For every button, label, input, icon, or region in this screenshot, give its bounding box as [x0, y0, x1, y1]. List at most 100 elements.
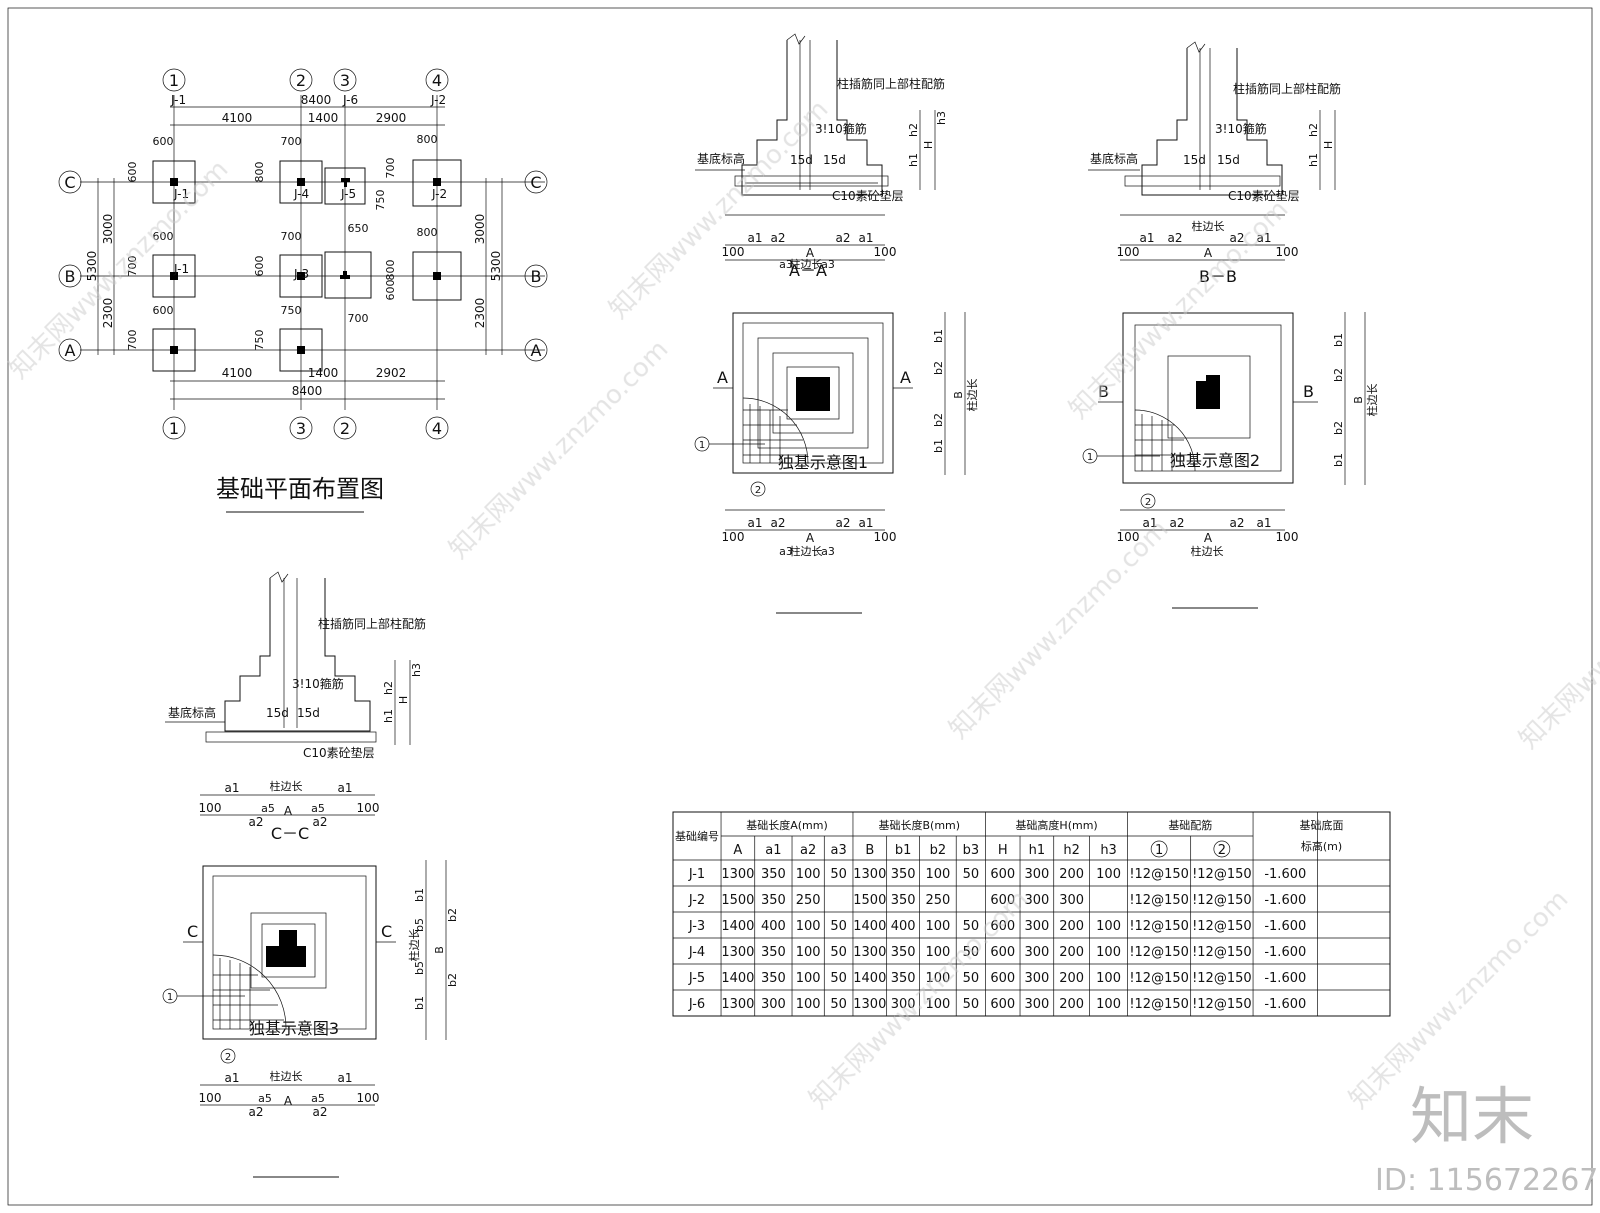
- rebar-mark-2: 2: [225, 1052, 231, 1063]
- small-dim: 800: [417, 133, 438, 146]
- table-cell: 1300: [721, 997, 754, 1012]
- dim-b1: b1: [1332, 453, 1345, 467]
- table-header-h: 基础高度H(mm): [1015, 818, 1097, 832]
- table-cell: -1.600: [1264, 867, 1306, 882]
- dim-a1: a1: [1143, 516, 1158, 530]
- table-row-id: J-1: [688, 867, 705, 882]
- table-cell: -1.600: [1264, 893, 1306, 908]
- plan-label: J-1: [170, 93, 186, 107]
- table-cell: 1400: [853, 919, 886, 934]
- table-subheader: A: [733, 843, 742, 858]
- brand-logo: 知末: [1410, 1080, 1534, 1153]
- cut-mark-A: A: [900, 368, 911, 387]
- rebar-note: 柱插筋同上部柱配筋: [318, 616, 426, 631]
- table-cell: 350: [891, 945, 916, 960]
- small-dim: 750: [281, 304, 302, 317]
- anchor-note: 15d: [823, 153, 846, 167]
- dim-top: 8400: [301, 93, 332, 107]
- rebar-mark-1: 1: [699, 440, 705, 451]
- rebar-mark-2: 2: [755, 485, 761, 496]
- small-dim: 700: [126, 256, 139, 277]
- axis-top-3: 3: [340, 71, 350, 90]
- table-header-id: 基础编号: [675, 829, 719, 843]
- footing-plan-1: A A 1 2 独基示意图1 a1 a2 a2 a1 A 100 100 a3 …: [694, 312, 979, 614]
- table-cell: -1.600: [1264, 971, 1306, 986]
- small-dim: 700: [384, 158, 397, 179]
- footing-plan-3-title: 独基示意图3: [249, 1019, 339, 1038]
- table-cell: 300: [891, 997, 916, 1012]
- dim-100: 100: [722, 245, 745, 259]
- dim-100: 100: [1117, 245, 1140, 259]
- table-header-rebar: 基础配筋: [1168, 818, 1212, 832]
- table-cell: !12@150: [1129, 945, 1189, 960]
- dim-a2: a2: [771, 516, 786, 530]
- dim-100: 100: [199, 801, 222, 815]
- cut-mark-C: C: [187, 922, 198, 941]
- table-cell: 1500: [721, 893, 754, 908]
- dim-top: 2900: [376, 111, 407, 125]
- dim-H: H: [1322, 141, 1335, 149]
- dim-b2: b2: [1332, 368, 1345, 382]
- dim-100: 100: [1276, 245, 1299, 259]
- dim-b2: b2: [932, 361, 945, 375]
- dim-a3: a3: [821, 545, 835, 558]
- dim-h3: h3: [410, 663, 423, 677]
- plan-label: J-1: [173, 262, 189, 276]
- table-cell: 600: [990, 893, 1015, 908]
- footing-plan-2-title: 独基示意图2: [1170, 451, 1260, 470]
- dim-100: 100: [357, 801, 380, 815]
- small-dim: 700: [126, 330, 139, 351]
- table-header-elev: 基础底面: [1300, 818, 1344, 832]
- axis-top-4: 4: [432, 71, 442, 90]
- table-row-id: J-2: [688, 893, 705, 908]
- base-elev-note: 基底标高: [1090, 151, 1138, 166]
- dim-a3: a3: [779, 545, 793, 558]
- dim-a1: a1: [225, 781, 240, 795]
- table-cell: 350: [761, 893, 786, 908]
- table-cell: -1.600: [1264, 945, 1306, 960]
- stirrup-note: 3!10箍筋: [815, 121, 867, 136]
- table-cell: 50: [830, 919, 847, 934]
- dim-a2: a2: [1170, 516, 1185, 530]
- dim-a2: a2: [1230, 231, 1245, 245]
- table-row-id: J-4: [688, 945, 705, 960]
- dim-100: 100: [874, 245, 897, 259]
- table-cell: 400: [891, 919, 916, 934]
- dim-a1: a1: [1257, 231, 1272, 245]
- table-cell: !12@150: [1192, 893, 1252, 908]
- table-cell: 1400: [853, 971, 886, 986]
- pad-note: C10素砼垫层: [832, 188, 904, 203]
- dim-A: A: [1204, 246, 1213, 260]
- table-cell: 300: [1024, 919, 1049, 934]
- table-cell: !12@150: [1192, 945, 1252, 960]
- dim-h1: h1: [1307, 153, 1320, 167]
- dim-a1: a1: [1140, 231, 1155, 245]
- watermark-text: 知末网www.znzmo.com: [604, 94, 835, 325]
- dim-a2: a2: [836, 231, 851, 245]
- table-cell: 100: [1096, 971, 1121, 986]
- cut-mark-B: B: [1098, 382, 1109, 401]
- table-cell: 600: [990, 945, 1015, 960]
- table-cell: 50: [963, 919, 980, 934]
- dim-b1: b1: [932, 329, 945, 343]
- dim-h2: h2: [907, 123, 920, 137]
- dim-left: 2300: [101, 298, 115, 329]
- table-cell: 100: [926, 867, 951, 882]
- dim-right: 2300: [473, 298, 487, 329]
- table-cell: 50: [963, 867, 980, 882]
- axis-right-c: C: [530, 173, 541, 192]
- dim-a2: a2: [313, 815, 328, 829]
- dim-a2: a2: [771, 231, 786, 245]
- axis-left-c: C: [64, 173, 75, 192]
- dim-b2: b2: [932, 413, 945, 427]
- plan-label: J-1: [173, 187, 189, 201]
- table-cell: 250: [796, 893, 821, 908]
- table-subheader: a1: [765, 843, 781, 858]
- table-subheader: a3: [831, 843, 847, 858]
- dim-b2: b2: [446, 908, 459, 922]
- plan-label: J-2: [431, 187, 447, 201]
- table-row-id: J-6: [688, 997, 705, 1012]
- anchor-note: 15d: [266, 706, 289, 720]
- table-cell: !12@150: [1129, 971, 1189, 986]
- table-cell: 100: [926, 997, 951, 1012]
